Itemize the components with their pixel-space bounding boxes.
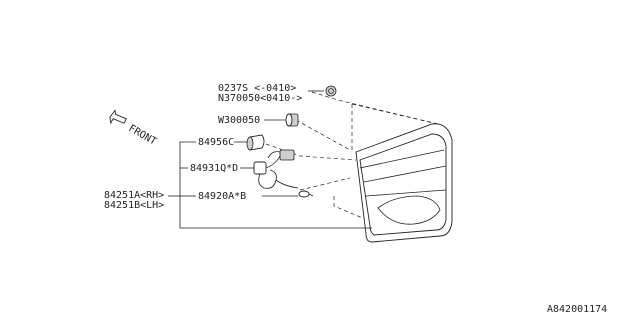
bolt-part <box>325 85 337 97</box>
callout-bolt-2: N370050<0410-> <box>218 93 302 104</box>
front-arrow-icon <box>109 109 127 125</box>
washer-part <box>285 113 299 127</box>
callout-harness: 84931Q*D <box>190 163 238 174</box>
mounting-guide-lines <box>265 91 439 223</box>
callout-lamp-lh: 84251B<LH> <box>104 200 164 211</box>
callout-lamp-rh: 84251A<RH> <box>104 190 164 201</box>
callout-socket: 84956C <box>198 137 234 148</box>
bulb-part <box>298 190 314 198</box>
callout-bulb: 84920A*B <box>198 191 246 202</box>
callout-bracket <box>168 141 372 229</box>
front-label: FRONT <box>127 123 159 148</box>
callout-washer: W300050 <box>218 115 260 126</box>
diagram-id: A842001174 <box>547 304 607 315</box>
callout-bolt-1: 0237S <-0410> <box>218 83 296 94</box>
socket-part <box>246 134 265 151</box>
tail-lamp-assembly <box>355 123 453 243</box>
harness-part <box>253 149 299 189</box>
